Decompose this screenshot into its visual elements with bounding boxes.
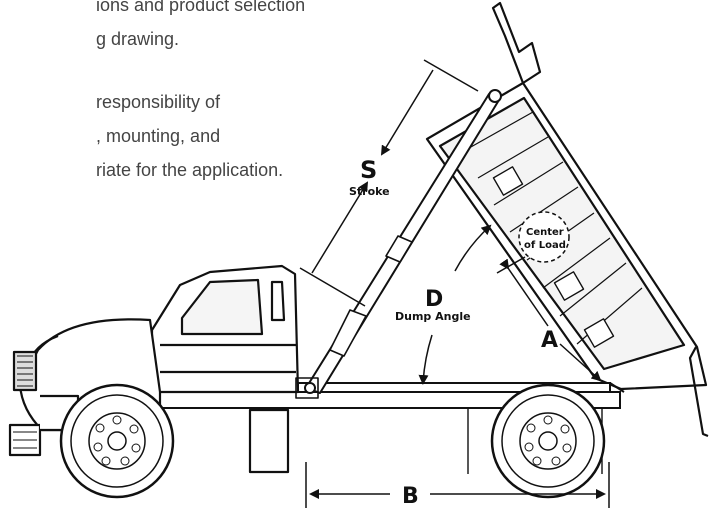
center-of-load-marker — [518, 211, 570, 263]
center-label-line2: of Load — [524, 240, 566, 251]
stroke-label: Stroke — [349, 185, 390, 198]
intro-line-4: , mounting, and — [96, 126, 221, 146]
dump-angle-label: Dump Angle — [395, 310, 471, 323]
intro-text: ions and product selection g drawing. — [96, 0, 305, 56]
center-label-line1: Center — [526, 227, 564, 238]
hydraulic-cylinder — [295, 89, 502, 399]
intro-line-5: riate for the application. — [96, 160, 284, 180]
dump-body — [425, 1, 709, 438]
dump-angle-letter: D — [425, 287, 443, 312]
stroke-letter: S — [360, 156, 377, 184]
stroke-dimension — [299, 59, 479, 307]
intro-text-2: responsibility of , mounting, and riate … — [96, 85, 283, 187]
b-dimension — [305, 462, 610, 508]
a-letter: A — [541, 328, 558, 353]
intro-line-3: responsibility of — [96, 92, 221, 112]
a-dimension — [496, 256, 602, 382]
front-wheel — [59, 383, 175, 499]
b-letter: B — [402, 484, 419, 508]
intro-line-1: ions and product selection — [96, 0, 306, 15]
rear-wheel — [490, 383, 606, 499]
dump-angle-arc — [418, 224, 492, 385]
intro-line-2: g drawing. — [96, 29, 180, 49]
